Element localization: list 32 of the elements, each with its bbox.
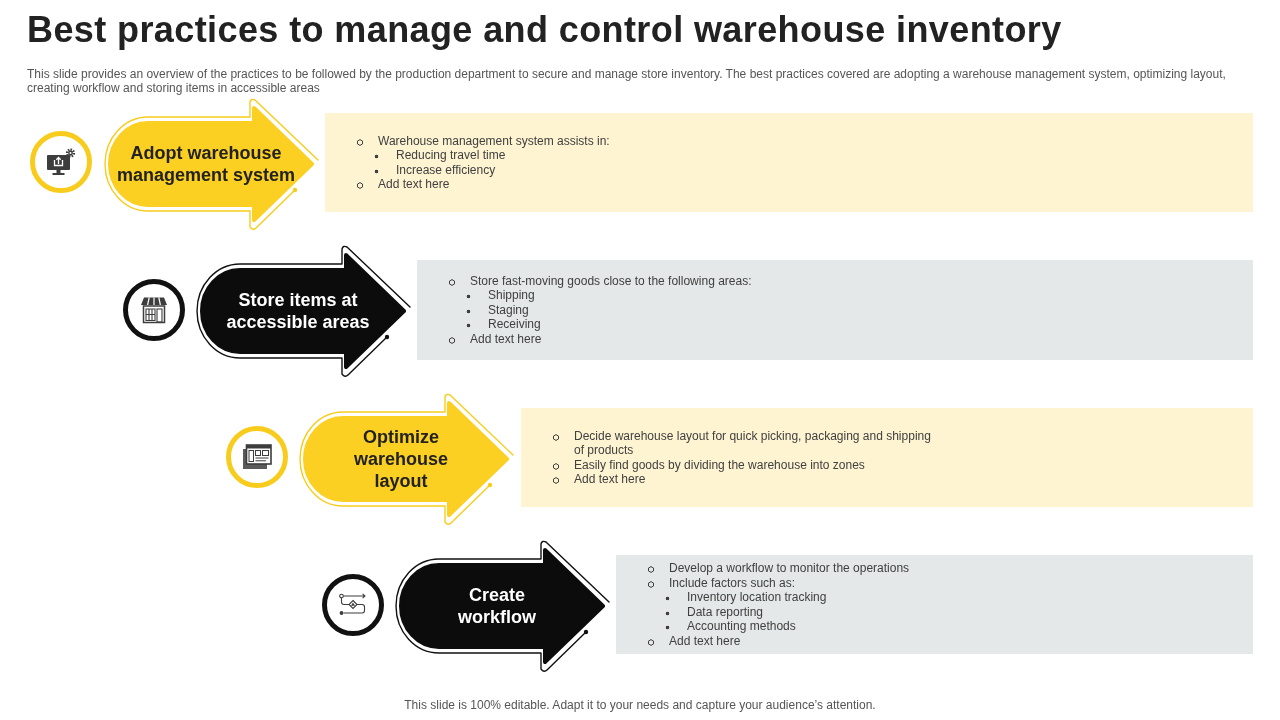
step-title: Create workflow: [457, 584, 537, 628]
bullet-point: Add text here: [553, 472, 646, 487]
step-title: Store items at accessible areas: [225, 289, 371, 333]
step-title: Optimize warehouse layout: [352, 426, 449, 492]
bullet-point: Develop a workflow to monitor the operations: [648, 561, 910, 576]
bullet-point: Data reporting: [665, 604, 764, 619]
bullet-point: Receiving: [466, 317, 541, 332]
content-panel: [325, 113, 1253, 212]
content-panel: [417, 260, 1253, 360]
bullet-point: Accounting methods: [665, 619, 796, 634]
bullet-point: Add text here: [357, 177, 450, 192]
bullet-point: Reducing travel time: [374, 148, 506, 163]
footer-note: This slide is 100% editable. Adapt it to your needs and capture your audience’s attention.: [404, 698, 876, 712]
arrow-banner: [299, 393, 515, 523]
bullet-point: Add text here: [648, 633, 741, 648]
step-title: Adopt warehouse management system: [115, 142, 297, 186]
bullet-point: Include factors such as:: [648, 575, 796, 590]
bullet-point: Staging: [466, 302, 529, 318]
bullet-point: Warehouse management system assists in:: [357, 133, 610, 148]
arrow-banner: [395, 540, 611, 670]
bullet-point: Increase efficiency: [374, 162, 496, 177]
slide-description: This slide provides an overview of the practices to be followed by the production department to secure and manage store inventory. The best practices covered are adopting a warehouse management system, optimizing layout, creating workflow and storing items in accessible areas: [27, 67, 1227, 95]
arrow-banner: [104, 98, 320, 228]
bullet-point: Add text here: [449, 331, 542, 347]
bullet-point: Easily find goods by dividing the warehouse into zones: [553, 457, 865, 472]
arrow-banner: [196, 245, 412, 375]
bullet-point: Shipping: [466, 288, 535, 303]
slide-title: Best practices to manage and control warehouse inventory: [27, 8, 1062, 52]
bullet-point: Store fast-moving goods close to the following areas:: [449, 273, 752, 289]
content-panel: [521, 408, 1253, 507]
bullet-point: Inventory location tracking: [665, 590, 827, 605]
content-panel: [616, 555, 1253, 654]
